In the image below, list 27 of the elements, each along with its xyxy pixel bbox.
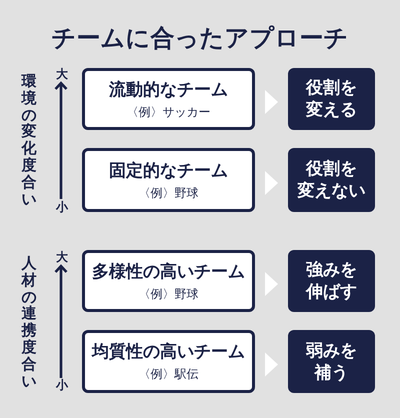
- team-name: 固定的なチーム: [109, 160, 228, 182]
- team-box: [82, 330, 255, 393]
- title: チームに合ったアプローチ: [52, 23, 348, 53]
- example-label: 〈例〉野球: [138, 286, 198, 302]
- team-box: [82, 148, 255, 212]
- chevron-arrow: [265, 272, 278, 296]
- scale-label: 大: [56, 67, 68, 81]
- team-name: 多様性の高いチーム: [92, 260, 245, 282]
- scale-label: 小: [56, 378, 68, 392]
- team-name: 均質性の高いチーム: [92, 341, 245, 363]
- chevron-arrow: [265, 352, 278, 376]
- outcome-box: 弱みを補う: [288, 330, 375, 393]
- team-box: [82, 68, 255, 130]
- chevron-arrow: [265, 90, 278, 114]
- outcome-box: 強みを伸ばす: [288, 250, 375, 312]
- chevron-arrow: [265, 171, 278, 195]
- outcome-box: 役割を変えない: [288, 148, 375, 212]
- outcome-box: 役割を変える: [288, 68, 375, 130]
- team-name: 流動的なチーム: [109, 78, 228, 100]
- axis-label: 環境の変化度合い: [21, 73, 37, 208]
- scale-label: 大: [56, 250, 68, 264]
- example-label: 〈例〉サッカー: [126, 104, 210, 120]
- example-label: 〈例〉駅伝: [138, 366, 198, 382]
- example-label: 〈例〉野球: [138, 184, 198, 200]
- axis-label: 人材の連携度合い: [21, 255, 37, 390]
- team-box: [82, 250, 255, 312]
- scale-label: 小: [56, 200, 68, 214]
